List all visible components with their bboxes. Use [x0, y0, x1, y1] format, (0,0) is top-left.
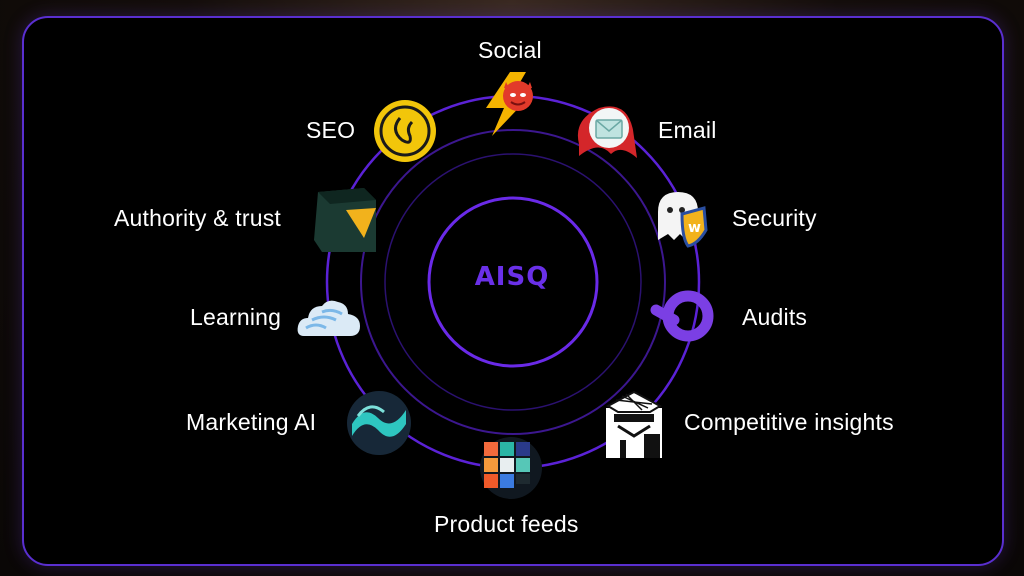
label-email: Email [658, 117, 717, 143]
inner-ring [384, 153, 642, 411]
middle-ring [360, 129, 666, 435]
ring-icon [650, 290, 714, 342]
label-seo: SEO [306, 117, 356, 143]
label-authority-trust: Authority & trust [114, 205, 282, 231]
gold-coin-icon [374, 100, 436, 162]
spy-fox-icon [605, 390, 663, 458]
cloud-icon [297, 300, 360, 336]
cube-icon [314, 188, 376, 252]
label-social: Social [478, 37, 542, 63]
svg-text:w: w [688, 220, 701, 236]
ghost-shield-icon: w [658, 192, 708, 248]
label-competitive-insights: Competitive insights [684, 409, 894, 435]
color-grid-icon [480, 437, 542, 499]
label-marketing-ai: Marketing AI [186, 409, 317, 435]
core-ring [427, 196, 599, 368]
lightning-devil-icon [486, 72, 533, 136]
label-product-feeds: Product feeds [434, 511, 579, 537]
label-learning: Learning [190, 304, 282, 330]
center-title: AISQ [474, 262, 550, 292]
envelope-cape-icon [577, 106, 637, 158]
label-security: Security [732, 205, 817, 231]
wave-sphere-icon [347, 391, 411, 455]
label-audits: Audits [742, 304, 808, 330]
